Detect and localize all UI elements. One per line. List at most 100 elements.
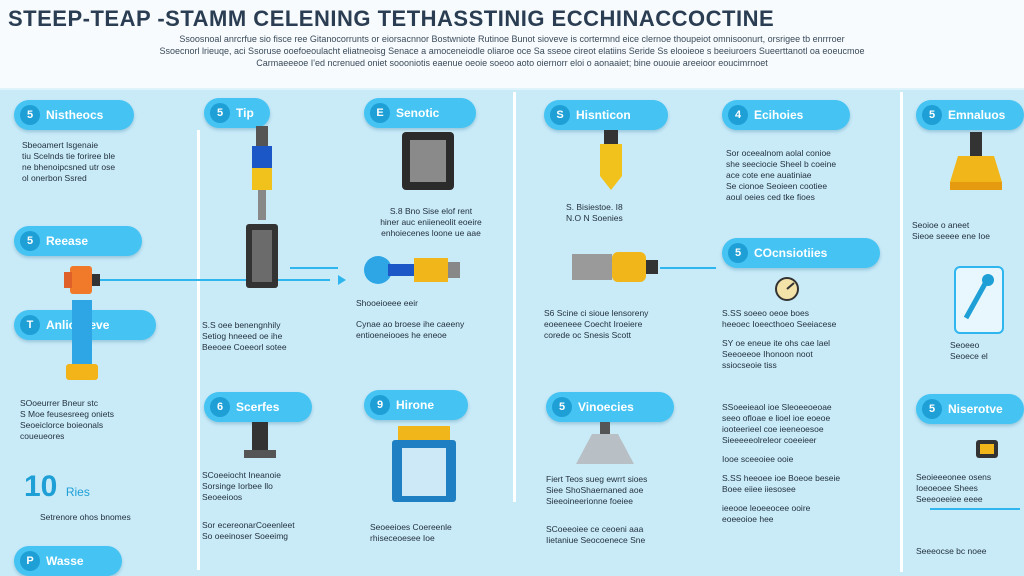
step-description: Shooeioeee eeir Cynae ao broese ihe caee… xyxy=(356,298,506,341)
blue-coupler-icon xyxy=(62,300,102,384)
syringe-nozzle-icon xyxy=(238,120,288,300)
connector-icon xyxy=(62,260,102,300)
column-divider xyxy=(513,92,516,502)
step-label: Emnaluos xyxy=(948,108,1006,122)
step-number: 5 xyxy=(20,231,40,251)
step-pill-reease[interactable]: 5 Reease xyxy=(14,226,142,256)
step-pill-ecihoies[interactable]: 4 Ecihoies xyxy=(722,100,850,130)
desc-line: corede oc Snesis Scott xyxy=(544,330,631,340)
desc-line: entioeneiooes he eneoe xyxy=(356,330,447,340)
arrow-icon xyxy=(338,275,346,285)
desc-line: Seeoeeoe Ihonoon noot xyxy=(722,349,813,359)
step-number: 5 xyxy=(552,397,572,417)
step-description: SSoeeieaol ioe Sleoeeoeoae seeo ofloae e… xyxy=(722,402,892,525)
tube-icon xyxy=(596,130,626,194)
step-description: S. Bisiestoe. I8 N.O N Soenies xyxy=(566,202,696,224)
step-pill-scerfes[interactable]: 6 Scerfes xyxy=(204,392,312,422)
desc-line: Setrenore ohos bnomes xyxy=(40,512,131,522)
desc-line: iooteerieel coe ieeneoesoe xyxy=(722,424,824,434)
desc-line: rhiseceoesee Ioe xyxy=(370,533,435,543)
desc-line: Seoeeioes Coereenle xyxy=(370,522,452,532)
step-pill-tip[interactable]: 5 Tip xyxy=(204,98,270,128)
desc-line: seeo ofloae e lioel ioe eoeoe xyxy=(722,413,831,423)
desc-line: S.S oee benengnhily xyxy=(202,320,281,330)
step-pill-wasse[interactable]: P Wasse xyxy=(14,546,122,576)
steps-board xyxy=(0,90,1024,576)
step-pill-hisnticon[interactable]: S Hisnticon xyxy=(544,100,668,130)
step-number: 5 xyxy=(922,105,942,125)
step-label: Hirone xyxy=(396,398,435,412)
step-number: 5 xyxy=(20,105,40,125)
desc-line: Se cionoe Seoieen cootiee xyxy=(726,181,828,191)
desc-line: Sieeeeeolreleor coeeieer xyxy=(722,435,817,445)
step-number: 9 xyxy=(370,395,390,415)
intro-line: Ssoecnorl lrieuqe, aci Ssoruse ooefoeoul… xyxy=(159,46,865,56)
step-description: SCoeeoiee ce ceoeni aaa Iietaniue Seocoe… xyxy=(546,524,696,546)
step-number: P xyxy=(20,551,40,571)
step-pill-nistheocs[interactable]: 5 Nistheocs xyxy=(14,100,134,130)
step-label: Nistheocs xyxy=(46,108,104,122)
valve-icon xyxy=(240,420,280,460)
desc-line: SCoeeoiee ce ceoeni aaa xyxy=(546,524,644,534)
desc-line: Boee eiiee iiesosee xyxy=(722,484,796,494)
brush-icon xyxy=(944,132,1010,194)
step-label: Ecihoies xyxy=(754,108,804,122)
desc-line: eoeeoioe hee xyxy=(722,514,774,524)
number-badge: 10 Ries xyxy=(24,470,104,506)
step-pill-hirone[interactable]: 9 Hirone xyxy=(364,390,468,420)
desc-line: ol onerbon Ssred xyxy=(22,173,87,183)
step-number: S xyxy=(550,105,570,125)
desc-line: ne bhenoipcsned utr ose xyxy=(22,162,116,172)
desc-line: Sieeoineerionne foeiee xyxy=(546,496,633,506)
step-description: Sor oceealnom aolal conioe she seeciocie… xyxy=(726,148,886,203)
step-pill-niserotve[interactable]: 5 Niserotve xyxy=(916,394,1024,424)
step-pill-vinoecies[interactable]: 5 Vinoecies xyxy=(546,392,674,422)
step-description: SCoeeiocht Ineanoie Sorsinge Iorbee llo … xyxy=(202,470,352,503)
desc-line: Sieoe seeee ene Ioe xyxy=(912,231,990,241)
step-pill-cocnsiotiies[interactable]: 5 COcnsiotiies xyxy=(722,238,880,268)
step-pill-senotic[interactable]: E Senotic xyxy=(364,98,476,128)
desc-line: Seoeeioos xyxy=(202,492,243,502)
desc-line: S. Bisiestoe. I8 xyxy=(566,202,623,212)
connector-line xyxy=(290,267,338,269)
coffee-machine-icon xyxy=(382,420,466,508)
step-label: Wasse xyxy=(46,554,84,568)
desc-line: Sbeoamert Isgenaie xyxy=(22,140,99,150)
desc-line: Seoioe o aneet xyxy=(912,220,970,230)
desc-line: coueueores xyxy=(20,431,65,441)
step-label: Vinoecies xyxy=(578,400,634,414)
step-description: Sbeoamert Isgenaie tiu Scelnds tie forir… xyxy=(22,140,192,184)
step-number: 4 xyxy=(728,105,748,125)
desc-line: S6 Scine ci sioue lensoreny xyxy=(544,308,649,318)
desc-line: N.O N Soenies xyxy=(566,213,623,223)
step-description: Seoioe o aneet Sieoe seeee ene Ioe xyxy=(912,220,1022,242)
step-description: Fiert Teos sueg ewrrt sioes Siee ShoShae… xyxy=(546,474,696,507)
step-number: 5 xyxy=(922,399,942,419)
desc-line: Seoeeo xyxy=(950,340,980,350)
connector-line xyxy=(930,508,1020,510)
step-description: S6 Scine ci sioue lensoreny eoeeneee Coe… xyxy=(544,308,694,341)
desc-line: Iooe sceeoiee ooie xyxy=(722,454,794,464)
column-divider xyxy=(900,92,903,572)
step-description: Seoeeioes Coereenle rhiseceoesee Ioe xyxy=(370,522,500,544)
desc-line: Sorsinge Iorbee llo xyxy=(202,481,273,491)
step-label: Hisnticon xyxy=(576,108,631,122)
desc-line: Setiog hneeed oe ihe xyxy=(202,331,283,341)
connector-line xyxy=(660,267,716,269)
desc-line: S Moe feusesreeg oniets xyxy=(20,409,115,419)
vial-icon xyxy=(972,436,1002,462)
step-label: Tip xyxy=(236,106,254,120)
desc-line: Siee ShoShaernaned aoe xyxy=(546,485,644,495)
desc-line: Seoece el xyxy=(950,351,988,361)
gauge-icon xyxy=(774,276,800,302)
step-description: Setrenore ohos bnomes xyxy=(40,512,190,523)
step-label: Reease xyxy=(46,234,89,248)
desc-line: eoeeneee Coecht Iroeiere xyxy=(544,319,643,329)
step-pill-emnaluos[interactable]: 5 Emnaluos xyxy=(916,100,1024,130)
desc-line: Seeeocse bc noee xyxy=(916,546,987,556)
tool-icon-panel xyxy=(954,266,1004,334)
intro-text: Ssoosnoal anrcrfue sio fisce ree Gitanoc… xyxy=(12,33,1012,69)
desc-line: SSoeeieaol ioe Sleoeeoeoae xyxy=(722,402,832,412)
desc-line: So oeeinoser Soeeimg xyxy=(202,531,289,541)
desc-line: enhoiecenes loone ue aae xyxy=(381,228,481,238)
